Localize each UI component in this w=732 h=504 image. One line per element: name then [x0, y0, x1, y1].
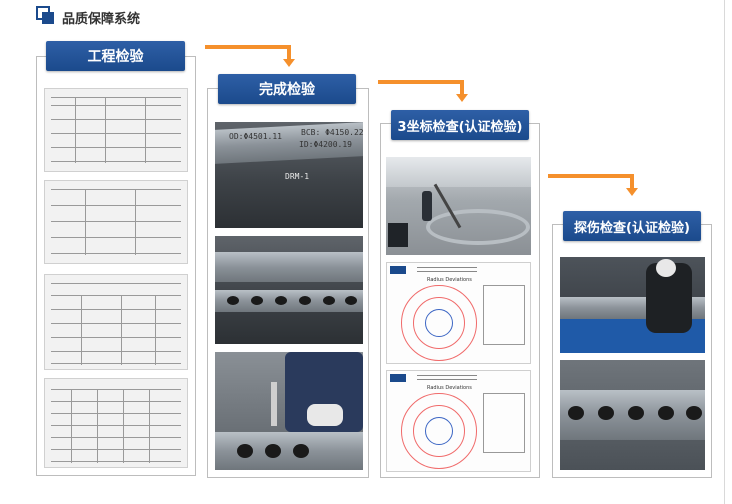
photo-ring-holes [215, 236, 363, 344]
header-cmm-inspection: 3坐标检查(认证检验) [391, 110, 529, 140]
header-final-inspection: 完成检验 [218, 74, 356, 104]
ring-mark-drm: DRM-1 [285, 172, 310, 181]
inspection-sheet-3 [44, 274, 188, 370]
header-process-inspection: 工程检验 [46, 41, 185, 71]
ring-mark-od: OD:Φ4501.11 [229, 132, 282, 141]
inspection-sheet-4 [44, 378, 188, 468]
photo-cmm-measuring [386, 157, 531, 255]
header-ut-inspection: 探伤检查(认证检验) [563, 211, 701, 241]
photo-ring-markings: OD:Φ4501.11 BCB: Φ4150.22 ID:Φ4200.19 DR… [215, 122, 363, 228]
inspection-sheet-1 [44, 88, 188, 172]
inspection-sheet-2 [44, 180, 188, 264]
chart-title-1: Radius Deviations [427, 277, 472, 283]
ring-mark-bcb: BCB: Φ4150.22 [301, 128, 363, 137]
photo-ring-holes-closeup [560, 360, 705, 470]
right-divider [724, 0, 725, 504]
ring-mark-id: ID:Φ4200.19 [299, 140, 352, 149]
photo-gauge-measurement [215, 352, 363, 470]
section-icon [36, 6, 56, 26]
radius-deviation-report-1: Radius Deviations [386, 262, 531, 364]
photo-ultrasonic-testing [560, 257, 705, 353]
chart-title-2: Radius Deviations [427, 385, 472, 391]
radius-deviation-report-2: Radius Deviations [386, 370, 531, 472]
page-title: 品质保障系统 [62, 12, 141, 27]
